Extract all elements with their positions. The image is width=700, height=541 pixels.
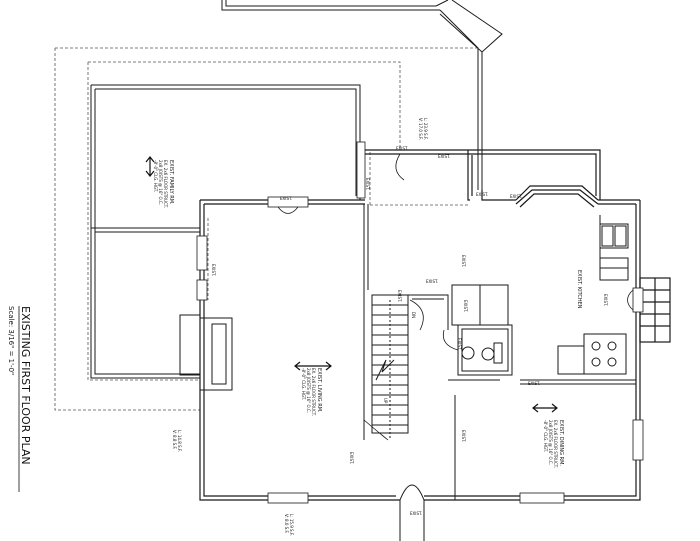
svg-text:EX. 2x6 FLOOR STRUCT.: EX. 2x6 FLOOR STRUCT. <box>311 368 316 416</box>
lv-note-top: L: 23.9 S.F. V: 17.0 S.F. <box>418 118 428 140</box>
svg-text:EXIST.: EXIST. <box>510 194 522 199</box>
lv-note-bottom: L: 15.9 S.F. V: 8.0 S.F. <box>284 514 294 536</box>
svg-text:EXIST.: EXIST. <box>528 381 540 386</box>
exist-notes: EXIST. EXIST. EXIST. EXIST. EXIST. EXIST… <box>211 146 608 516</box>
page-title: EXISTING FIRST FLOOR PLAN <box>19 306 32 465</box>
living-room-label: EXIST. LIVING RM. EX. 2x6 FLOOR STRUCT. … <box>301 368 322 416</box>
dining-room-label: EXIST. DINING RM. EX. 2x6 FLOOR STRUCT. … <box>543 420 564 468</box>
svg-text:-8'-0" CLG. HGT.: -8'-0" CLG. HGT. <box>301 368 306 400</box>
svg-text:L: 14.8 S.F.: L: 14.8 S.F. <box>177 430 182 452</box>
svg-text:EXIST.: EXIST. <box>410 511 422 516</box>
svg-text:L: 23.9 S.F.: L: 23.9 S.F. <box>423 118 428 140</box>
svg-text:EXIST.: EXIST. <box>603 294 608 306</box>
living-room-arrow-icon <box>294 361 332 371</box>
svg-text:V: 17.0 S.F.: V: 17.0 S.F. <box>418 118 423 140</box>
svg-text:EXIST.: EXIST. <box>211 264 216 276</box>
dashed-outlines <box>54 47 479 411</box>
svg-text:EX. 2x6 FLOOR STRUCT.: EX. 2x6 FLOOR STRUCT. <box>553 420 558 468</box>
scale-label: Scale: 3/16" = 1'-0" <box>7 306 15 375</box>
svg-text:EXIST.: EXIST. <box>438 154 450 159</box>
svg-text:EXIST.: EXIST. <box>396 146 408 151</box>
svg-text:L: 15.9 S.F.: L: 15.9 S.F. <box>289 514 294 536</box>
svg-text:EXIST. DINING RM.: EXIST. DINING RM. <box>558 420 564 466</box>
svg-text:EXIST. FAMILY RM.: EXIST. FAMILY RM. <box>168 160 174 205</box>
family-room-walls <box>90 84 361 391</box>
dining-room-arrow-icon <box>532 403 558 413</box>
plan-title: EXISTING FIRST FLOOR PLAN Scale: 3/16" =… <box>7 306 32 492</box>
svg-text:-8'-0" CLG. HGT.: -8'-0" CLG. HGT. <box>543 420 548 452</box>
svg-text:EXIST.: EXIST. <box>426 279 438 284</box>
svg-text:EXIST.: EXIST. <box>457 338 462 350</box>
family-room-arrow-icon <box>145 156 155 177</box>
svg-text:V: 8.8 S.F.: V: 8.8 S.F. <box>172 430 177 449</box>
svg-text:2x8 JOISTS @ 16" O.C.: 2x8 JOISTS @ 16" O.C. <box>158 160 163 205</box>
svg-text:EXIST. LIVING RM.: EXIST. LIVING RM. <box>316 368 322 413</box>
family-room-label: EXIST. FAMILY RM. EX. 2x6 FLOOR STRUCT. … <box>153 160 174 208</box>
svg-text:DN: DN <box>411 312 416 318</box>
svg-text:UP: UP <box>383 398 388 404</box>
svg-text:EXIST. KITCHEN: EXIST. KITCHEN <box>576 270 582 309</box>
svg-text:EXIST.: EXIST. <box>461 255 466 267</box>
kitchen-label: EXIST. KITCHEN <box>576 270 582 309</box>
svg-text:EXIST.: EXIST. <box>461 430 466 442</box>
openings <box>196 141 644 504</box>
svg-text:EXIST.: EXIST. <box>463 300 468 312</box>
svg-text:-8'-0" CLG. HGT.: -8'-0" CLG. HGT. <box>153 160 158 192</box>
bay-projection <box>221 0 503 190</box>
svg-text:EXIST.: EXIST. <box>349 452 354 464</box>
svg-text:EXIST.: EXIST. <box>365 178 370 190</box>
interior-walls <box>363 204 636 541</box>
lv-note-left: L: 14.8 S.F. V: 8.8 S.F. <box>172 430 182 452</box>
svg-text:EXIST.: EXIST. <box>397 290 402 302</box>
svg-text:V: 8.0 S.F.: V: 8.0 S.F. <box>284 514 289 533</box>
svg-text:2x8 JOISTS @ 16" O.C.: 2x8 JOISTS @ 16" O.C. <box>548 420 553 465</box>
svg-text:EX. 2x6 FLOOR STRUCT.: EX. 2x6 FLOOR STRUCT. <box>163 160 168 208</box>
svg-text:EXIST.: EXIST. <box>476 192 488 197</box>
svg-text:2x8 JOISTS @ 16" O.C.: 2x8 JOISTS @ 16" O.C. <box>306 368 311 413</box>
svg-text:EXIST.: EXIST. <box>280 196 292 201</box>
